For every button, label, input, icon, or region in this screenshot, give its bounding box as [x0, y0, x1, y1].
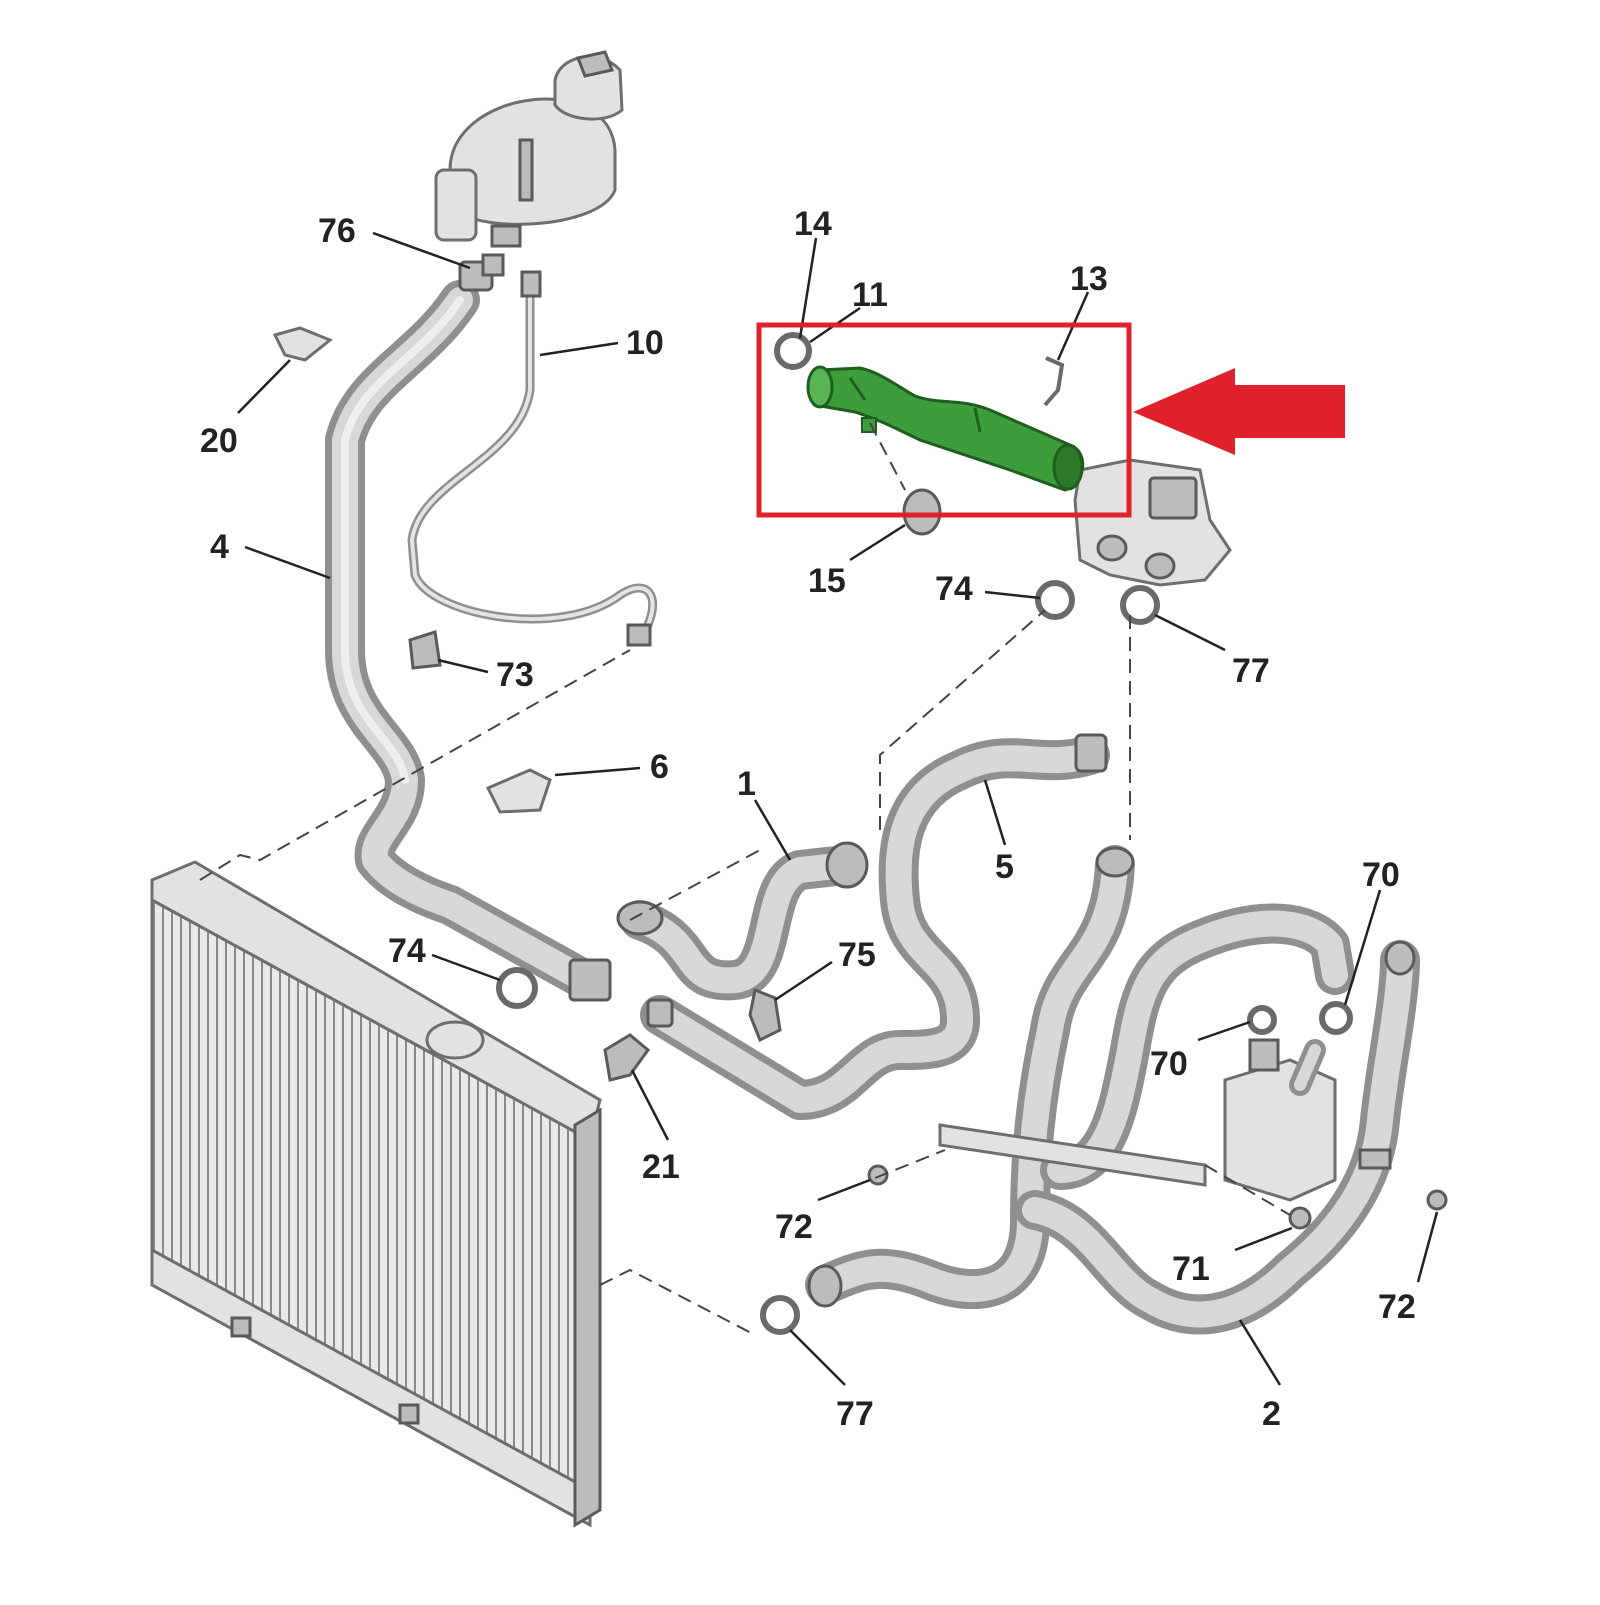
- hose-5: [640, 733, 1110, 1120]
- label-14: 14: [794, 205, 832, 243]
- bleed-pipe-10: [407, 270, 658, 647]
- bracket-6: [485, 768, 552, 814]
- clamp-70-right: [1319, 1001, 1353, 1035]
- label-21: 21: [642, 1148, 680, 1186]
- highlighted-water-pipe-11: [806, 365, 1085, 492]
- expansion-tank: [434, 50, 624, 248]
- label-15: 15: [808, 562, 846, 600]
- label-70-left: 70: [1150, 1045, 1188, 1083]
- bolt-71: [1288, 1206, 1312, 1230]
- reservoir: [1223, 1038, 1337, 1202]
- label-11: 11: [852, 276, 888, 314]
- assembly-lines: [199, 422, 1291, 1336]
- bolt-72-left: [867, 1164, 889, 1186]
- connector-73: [408, 630, 442, 670]
- label-4: 4: [210, 528, 229, 566]
- label-71: 71: [1172, 1250, 1210, 1288]
- highlight-box: [756, 322, 1132, 518]
- label-77-lower: 77: [836, 1395, 874, 1433]
- label-2: 2: [1262, 1395, 1281, 1433]
- label-5: 5: [995, 848, 1014, 886]
- label-77-upper: 77: [1232, 652, 1270, 690]
- clamp-70-left: [1247, 1005, 1277, 1035]
- hose-1: [616, 841, 869, 1001]
- label-13: 13: [1070, 260, 1108, 298]
- label-6: 6: [650, 748, 669, 786]
- clip-13: [1043, 356, 1065, 407]
- label-70-right: 70: [1362, 856, 1400, 894]
- clamp-77-upper: [1120, 585, 1160, 625]
- clamp-74-upper: [1035, 580, 1075, 620]
- label-72-right: 72: [1378, 1288, 1416, 1326]
- clip-75: [748, 987, 782, 1043]
- radiator: [150, 860, 602, 1528]
- part-labels: 76 10 20 4 73 6 1 5 74 75 21 14 11 13 15…: [200, 205, 1416, 1433]
- hose-4: [325, 260, 612, 1002]
- label-74-lower: 74: [388, 932, 426, 970]
- seal-15: [902, 488, 942, 536]
- label-73: 73: [496, 656, 534, 694]
- label-10: 10: [626, 324, 664, 362]
- label-75: 75: [838, 936, 876, 974]
- label-72-left: 72: [775, 1208, 813, 1246]
- label-1: 1: [737, 765, 756, 803]
- clamp-76: [481, 253, 505, 277]
- hose-2-assembly: [805, 845, 1420, 1335]
- label-74-upper: 74: [935, 570, 973, 608]
- o-ring-14: [774, 332, 812, 370]
- highlight-arrow: [1133, 368, 1345, 455]
- clamp-77-lower: [760, 1295, 800, 1335]
- label-76: 76: [318, 212, 356, 250]
- sensor-21: [603, 1033, 651, 1082]
- clamp-74-lower: [496, 967, 538, 1009]
- thermostat-housing: [1073, 458, 1232, 587]
- bolt-72-right: [1426, 1189, 1448, 1211]
- label-20: 20: [200, 422, 238, 460]
- bracket-20: [272, 326, 333, 362]
